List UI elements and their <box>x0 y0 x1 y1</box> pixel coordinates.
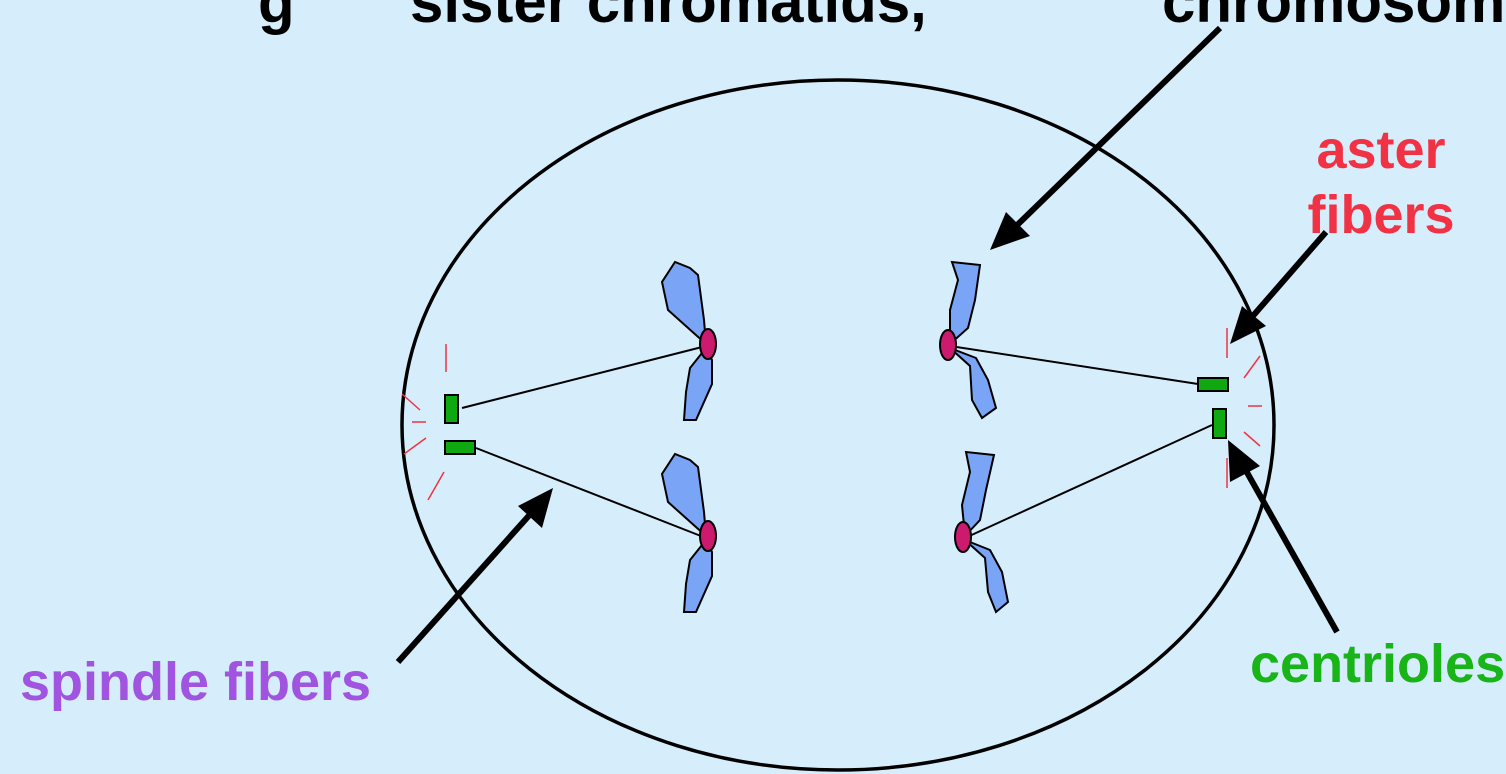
aster-label-line2: fibers <box>1307 185 1455 245</box>
centriole <box>444 440 476 455</box>
arrow-aster-fibers <box>1230 230 1329 344</box>
aster-fibers-label: aster fibers <box>1296 118 1466 248</box>
centrioles-label: centrioles <box>1250 634 1506 694</box>
header-partial-left: g <box>258 0 295 35</box>
aster-fibers-right <box>1226 328 1262 488</box>
centriole <box>1212 408 1227 439</box>
spindle-fibers <box>461 345 1213 539</box>
chromatid <box>682 346 713 421</box>
chromatid <box>660 452 708 539</box>
chromatid <box>949 347 998 420</box>
aster-fibers-left <box>401 344 447 501</box>
centromere <box>699 520 717 552</box>
header-partial-right: chromosome <box>1162 0 1506 35</box>
chromatid <box>660 260 708 347</box>
centrioles-left <box>444 394 476 455</box>
centrioles-right <box>1197 377 1229 439</box>
chromatid <box>964 539 1010 614</box>
centromere <box>939 329 957 361</box>
chromatid <box>949 260 982 347</box>
chromosome-right-lower <box>954 450 1010 614</box>
chromosome-left-lower <box>660 452 717 613</box>
chromosome-left-upper <box>660 260 717 421</box>
centriole <box>444 394 459 424</box>
chromatid <box>682 538 713 613</box>
chromatid <box>960 450 996 539</box>
spindle-fibers-label: spindle fibers <box>20 652 372 712</box>
centriole <box>1197 377 1229 392</box>
centromere <box>954 521 972 553</box>
header-partial-middle: sister chromatids, <box>410 0 927 35</box>
centromere <box>699 328 717 360</box>
chromosome-right-upper <box>939 260 998 420</box>
cell-membrane <box>400 78 1276 772</box>
arrow-centrioles <box>1228 440 1340 634</box>
arrow-spindle-fibers <box>395 488 553 665</box>
arrow-chromosome <box>990 25 1223 250</box>
aster-label-line1: aster <box>1316 120 1446 180</box>
